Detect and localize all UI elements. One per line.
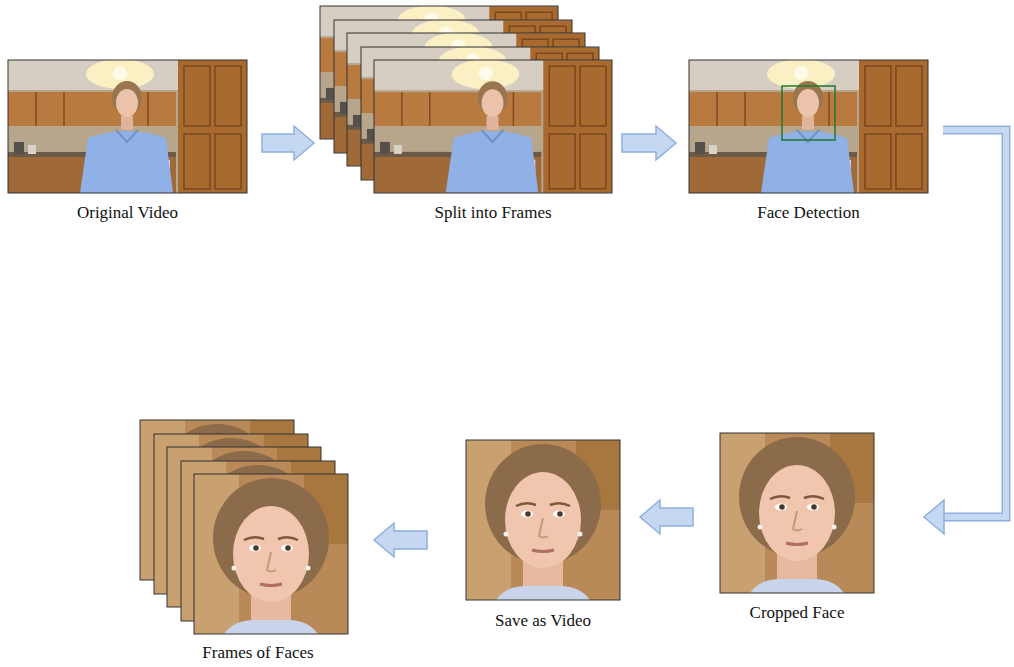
step-caption: Frames of Faces: [140, 643, 348, 663]
flow-arrow: [622, 126, 676, 160]
flow-arrow: [374, 523, 427, 557]
step-caption: Split into Frames: [320, 203, 612, 223]
step-caption: Original Video: [8, 203, 247, 223]
step-caption: Save as Video: [466, 611, 620, 631]
flow-arrow: [924, 130, 1006, 534]
flow-arrow: [262, 126, 314, 160]
image-step: Save as Video: [466, 440, 620, 631]
step-caption: Cropped Face: [720, 603, 874, 623]
image-step: Cropped Face: [720, 433, 874, 623]
flow-arrow: [640, 500, 693, 534]
image-step: Original Video: [8, 60, 247, 223]
image-step: Face Detection: [689, 60, 928, 223]
image-step: Split into Frames: [320, 6, 612, 223]
step-caption: Face Detection: [689, 203, 928, 223]
image-step: Frames of Faces: [140, 420, 348, 663]
